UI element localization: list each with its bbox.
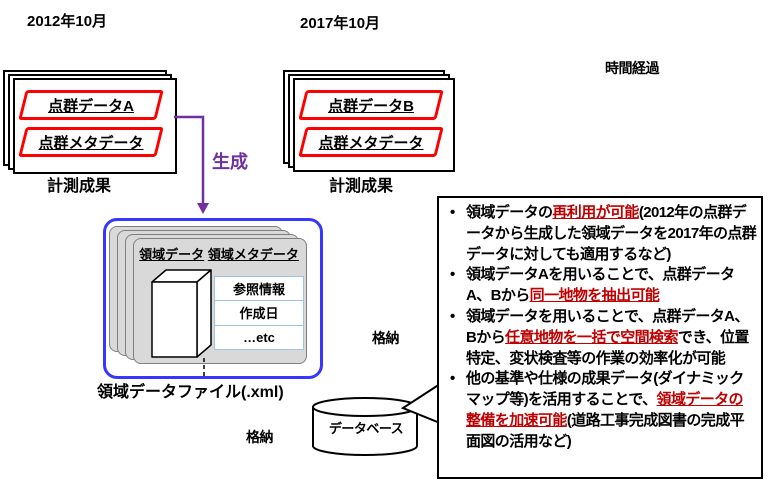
benefits-callout: • 領域データの再利用が可能(2012年の点群データから生成した領域データを201… [437,196,763,479]
info-row-created: 作成日 [215,301,303,326]
point-cloud-data-a-label: 点群データA [48,97,134,115]
point-cloud-meta-a-box: 点群メタデータ [18,127,164,157]
bullet-text: (道路工事完成図書の完成平面図の活用など) [466,411,745,450]
point-cloud-data-b-label: 点群データB [328,97,414,115]
bullet-text: 領域データの [466,204,553,221]
area-info-table: 参照情報 作成日 …etc [214,276,304,350]
area-meta-header-label: 領域メタデータ [207,247,299,262]
highlighted-text: 任意地物を一括で空間検索 [505,328,678,346]
bullet-text: 領域データを用いることで、点群データA、Bから [466,307,749,346]
store-label-lower: 格納 [246,429,274,445]
date-label-2012: 2012年10月 [27,13,108,30]
bullet-text: (2012年の点群データから生成した領域データを2017年の点群データに対しても… [466,204,757,263]
bullet-text: でき、位置特定、変状検査等の作業の効率化が可能 [466,328,749,367]
point-cloud-meta-b-box: 点群メタデータ [298,127,444,157]
time-passage-label: 時間経過 [605,60,660,76]
point-cloud-meta-b-label: 点群メタデータ [318,134,424,152]
stack-2017-caption: 計測成果 [329,178,394,195]
info-row-reference: 参照情報 [215,277,303,302]
callout-bullet: • 領域データAを用いることで、点群データA、Bから同一地物を抽出可能 [445,265,757,307]
benefits-list: • 領域データの再利用が可能(2012年の点群データから生成した領域データを201… [445,203,757,453]
database-label: データベース [328,421,404,436]
point-cloud-data-a-box: 点群データA [18,90,164,120]
callout-bullet: • 他の基準や仕様の成果データ(ダイナミックマップ等)を活用することで、領域データ… [445,369,757,452]
bullet-text: 領域データAを用いることで、点群データA、Bから [466,266,735,305]
bullet-dot: • [450,266,455,284]
area-data-header-label: 領域データ [139,247,205,262]
generate-arrow-icon [174,115,209,214]
store-label-upper: 格納 [372,330,400,346]
generate-label: 生成 [212,152,248,172]
info-row-etc: …etc [243,329,275,345]
area-file-caption: 領域データファイル(.xml) [97,384,284,401]
callout-bullet: • 領域データの再利用が可能(2012年の点群データから生成した領域データを201… [445,203,757,265]
area-card-header: 領域データ 領域メタデータ [133,244,305,263]
callout-bullet: • 領域データを用いることで、点群データA、Bから任意地物を一括で空間検索でき、位… [445,307,757,369]
point-cloud-meta-a-label: 点群メタデータ [38,134,144,152]
bullet-dot: • [450,370,455,388]
highlighted-text: 領域データの整備を加速可能 [466,391,744,429]
highlighted-text: 再利用が可能 [552,204,639,221]
bullet-dot: • [450,307,455,325]
bullet-text: 他の基準や仕様の成果データ(ダイナミックマップ等)を活用することで、 [466,370,744,409]
date-label-2017: 2017年10月 [300,15,381,32]
point-cloud-data-b-box: 点群データB [298,90,444,120]
bullet-dot: • [450,204,455,221]
stack-2012-caption: 計測成果 [47,178,112,195]
highlighted-text: 同一地物を抽出可能 [529,287,660,305]
